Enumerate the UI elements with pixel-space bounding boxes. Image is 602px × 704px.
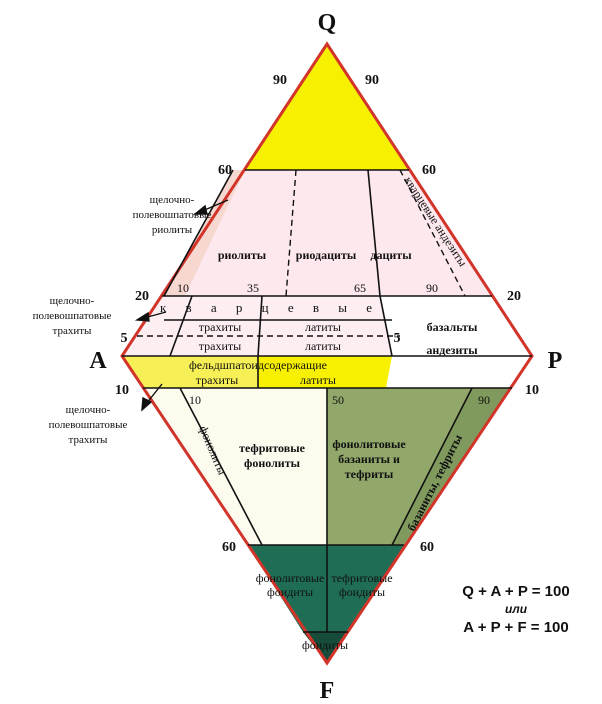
tick-p35: 35 xyxy=(247,281,259,295)
alk-rhyolite-label-1: щелочно- xyxy=(150,194,195,206)
tick-pl50: 50 xyxy=(332,393,344,407)
field-boundaries xyxy=(122,169,532,633)
alk-foid-trachyte-label-3: трахиты xyxy=(69,434,109,446)
tick-f60-right: 60 xyxy=(420,540,434,555)
foid-trachyte-field xyxy=(122,356,258,388)
field-tephri-phonolite-2: фонолиты xyxy=(244,456,301,470)
tick-q20-left: 20 xyxy=(135,289,149,304)
field-foid-latite: латиты xyxy=(300,373,336,387)
tick-pl90: 90 xyxy=(478,393,490,407)
field-phono-tephrite-1: фонолитовые xyxy=(332,437,406,451)
field-basalt: базальты xyxy=(427,320,478,334)
field-phono-tephrite-2: базаниты и xyxy=(338,452,400,466)
vertex-f: F xyxy=(320,678,335,704)
tick-f10-left: 10 xyxy=(115,383,129,398)
tick-p65: 65 xyxy=(354,281,366,295)
alk-rhyolite-label-3: риолиты xyxy=(152,224,193,236)
alk-rhyolite-label-2: полевошпатовые xyxy=(133,209,212,221)
basanite-field xyxy=(392,388,512,545)
field-foid-trachyte: трахиты xyxy=(196,373,238,387)
tephri-phonolite-field xyxy=(143,388,327,545)
quartzolite-field xyxy=(245,44,409,170)
trachyte-latite-fields xyxy=(122,296,392,356)
field-phonolitic-foidite-1: фонолитовые xyxy=(256,571,325,585)
vertex-p: P xyxy=(548,348,563,374)
basalt-field xyxy=(380,296,532,356)
tick-q60-left: 60 xyxy=(218,163,232,178)
tick-p10: 10 xyxy=(177,281,189,295)
tick-pl10: 10 xyxy=(189,393,201,407)
field-foid-bearing: фельдшпатоидсодержащие xyxy=(189,358,327,372)
field-andesite: андезиты xyxy=(426,343,478,357)
foid-latite-field xyxy=(258,356,392,388)
tick-q90-right: 90 xyxy=(365,73,379,88)
field-tephritic-foidite-1: тефритовые xyxy=(331,571,392,585)
tick-q90-left: 90 xyxy=(273,73,287,88)
alk-trachyte-label-1: щелочно- xyxy=(50,295,95,307)
field-rhyolite: риолиты xyxy=(218,248,267,262)
tick-q60-right: 60 xyxy=(422,163,436,178)
tick-f60-left: 60 xyxy=(222,540,236,555)
alk-foid-trachyte-label-1: щелочно- xyxy=(66,404,111,416)
field-quartz-trachyte: трахиты xyxy=(199,320,241,334)
diamond-border xyxy=(120,41,534,666)
dashed-boundaries xyxy=(137,169,466,337)
foidite-field xyxy=(303,632,348,663)
vertex-a: A xyxy=(89,348,107,374)
field-foidite: фоидиты xyxy=(302,638,348,652)
field-tephri-phonolite-1: тефритовые xyxy=(239,441,306,455)
formula-apf: A + P + F = 100 xyxy=(463,619,568,636)
rhyolite-fields xyxy=(162,170,492,296)
formula-or: или xyxy=(505,602,528,616)
field-quartz-qualifier: к в а р ц е в ы е xyxy=(160,300,380,315)
alk-trachyte-label-3: трахиты xyxy=(53,325,93,337)
alk-trachyte-label-2: полевошпатовые xyxy=(33,310,112,322)
vertex-q: Q xyxy=(318,10,337,36)
phono-tephrite-field xyxy=(327,388,472,545)
alk-foid-trachyte-label-2: полевошпатовые xyxy=(49,419,128,431)
field-rhyodacite: риодациты xyxy=(296,248,357,262)
field-dacite: дациты xyxy=(370,248,412,262)
formula-qap: Q + A + P = 100 xyxy=(462,583,569,600)
tick-q5-right: 5 xyxy=(394,331,401,346)
field-latite: латиты xyxy=(305,339,341,353)
side-arrows xyxy=(134,199,229,412)
tick-f10-right: 10 xyxy=(525,383,539,398)
field-quartz-latite: латиты xyxy=(305,320,341,334)
tick-p90: 90 xyxy=(426,281,438,295)
tick-q20-right: 20 xyxy=(507,289,521,304)
field-phono-tephrite-3: тефриты xyxy=(345,467,394,481)
field-phonolitic-foidite-2: фоидиты xyxy=(267,585,313,599)
tick-q5-left: 5 xyxy=(121,331,128,346)
field-tephritic-foidite-2: фоидиты xyxy=(339,585,385,599)
field-trachyte: трахиты xyxy=(199,339,241,353)
foidite-upper-field xyxy=(248,545,404,632)
